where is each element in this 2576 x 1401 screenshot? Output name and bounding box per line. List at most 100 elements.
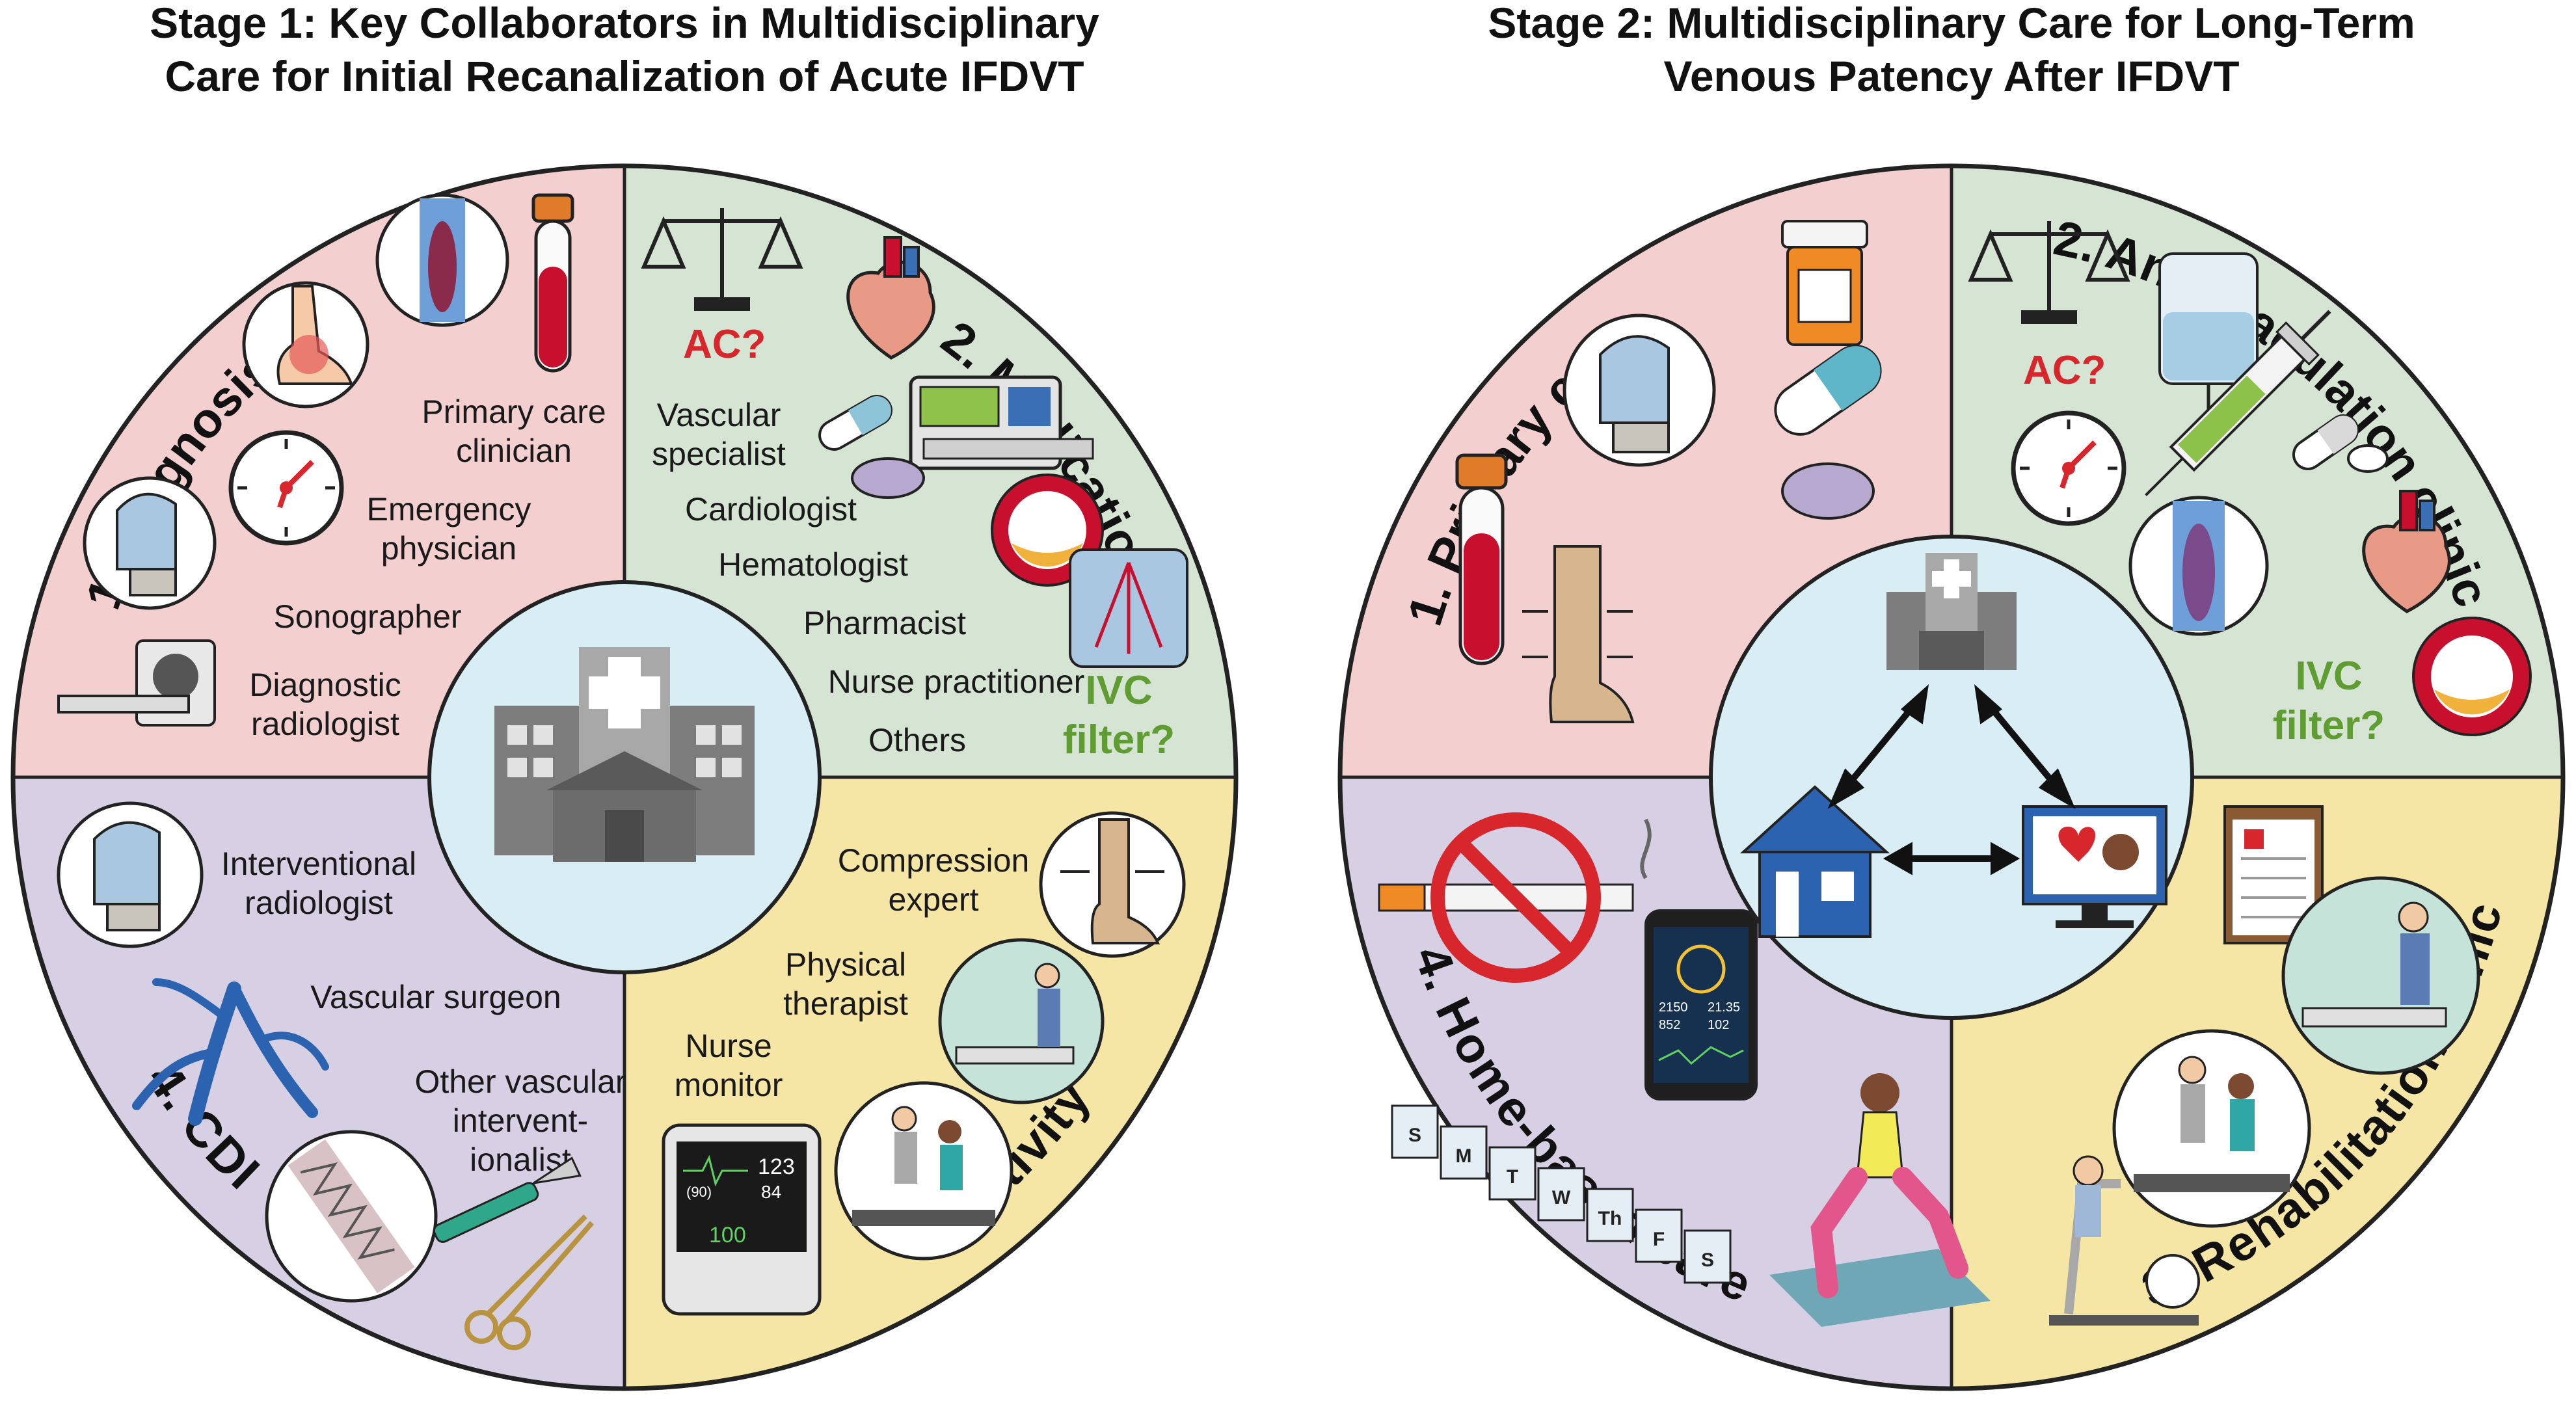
pillbox-day-label: S <box>1408 1125 1421 1146</box>
role-line: Nurse <box>685 1028 771 1064</box>
role-line: Other vascular <box>414 1063 626 1100</box>
stage1-title-line2: Care for Initial Recanalization of Acute… <box>165 52 1084 100</box>
role-line: intervent- <box>453 1102 588 1139</box>
role-vascular-surgeon: Vascular surgeon <box>310 979 561 1015</box>
pillbox-compartment <box>1586 1188 1634 1242</box>
stage1-ac-question: AC? <box>683 322 766 367</box>
pillbox-compartment <box>1635 1208 1683 1263</box>
patient-monitor-icon: 123 84 (90) 100 <box>662 1123 822 1316</box>
role-pharmacist: Pharmacist <box>803 605 966 641</box>
pillbox-compartment <box>1684 1229 1732 1284</box>
stage2-title-line1: Stage 2: Multidisciplinary Care for Long… <box>1488 0 2415 47</box>
stent-icon <box>265 1130 438 1303</box>
role-cardiologist: Cardiologist <box>685 491 857 527</box>
stationary-bike-icon <box>2049 1155 2200 1326</box>
monitor-readout-3: (90) <box>686 1184 712 1200</box>
ivc-filter-icon <box>1069 548 1188 668</box>
role-line: Sonographer <box>273 598 461 635</box>
role-line: Hematologist <box>718 546 908 583</box>
phone-readout-2: 21.35 <box>1708 1000 1740 1015</box>
pillbox-day-label: M <box>1456 1145 1472 1167</box>
blood-tube-icon <box>531 193 574 373</box>
ultrasound-icon <box>83 476 217 610</box>
physical-therapy-icon <box>2281 876 2480 1075</box>
capsule-icon <box>818 395 892 451</box>
blood-tube-icon <box>1455 453 1508 665</box>
pillbox-compartment <box>1391 1104 1439 1159</box>
role-line: expert <box>889 881 979 918</box>
infusion-pump-icon <box>909 375 1094 470</box>
phone-readout-4: 102 <box>1708 1018 1729 1032</box>
tablet-icon <box>851 457 925 499</box>
stage2-center <box>1709 535 2194 1020</box>
pillbox-compartment <box>1440 1125 1488 1180</box>
role-line: radiologist <box>245 885 393 921</box>
monitor-readout-2: 84 <box>761 1182 781 1202</box>
pillbox-day-label: W <box>1552 1187 1571 1208</box>
role-line: Nurse practitioner <box>828 663 1085 700</box>
capsule-icon <box>1774 345 1882 436</box>
smartphone-icon: 2150 21.35 852 102 <box>1644 909 1758 1101</box>
role-line: Primary care <box>422 394 606 430</box>
hospital-icon <box>494 647 755 862</box>
scales-icon <box>1968 221 2130 324</box>
role-line: Compression <box>838 842 1030 879</box>
role-line: therapist <box>783 985 908 1022</box>
stage2-ac-question: AC? <box>2023 348 2106 393</box>
heart-icon <box>846 236 935 360</box>
role-nurse-practitioner: Nurse practitioner <box>828 663 1085 700</box>
stage2-ivc-line1: IVC <box>2295 654 2362 699</box>
role-line: Cardiologist <box>685 491 857 527</box>
pillbox-day-label: F <box>1653 1229 1665 1250</box>
role-others: Others <box>868 722 966 758</box>
tablet-icon <box>2347 444 2389 473</box>
scalpel-icon <box>433 1156 582 1243</box>
role-line: Pharmacist <box>803 605 966 641</box>
role-hematologist: Hematologist <box>718 546 908 583</box>
stage1-title-line1: Stage 1: Key Collaborators in Multidisci… <box>150 0 1099 47</box>
stage2-ivc-line2: filter? <box>2273 703 2385 748</box>
stage1-ivc-line1: IVC <box>1085 668 1152 713</box>
phone-readout-1: 2150 <box>1659 1000 1688 1015</box>
vein-clot-icon <box>2128 496 2269 636</box>
capsule-icon <box>2292 414 2359 470</box>
no-smoking-icon <box>1378 812 1652 983</box>
vessel-cross-section-icon <box>2412 617 2532 736</box>
syringe-icon <box>2145 310 2331 496</box>
telehealth-icon <box>2022 805 2167 928</box>
role-sonographer: Sonographer <box>273 598 461 635</box>
compression-stocking-icon <box>1522 545 1635 723</box>
role-line: Interventional <box>221 846 416 882</box>
treadmill-icon <box>834 1081 1013 1261</box>
pill-bottle-icon <box>1781 220 1868 346</box>
role-line: physician <box>381 530 517 567</box>
heart-icon <box>2362 490 2451 613</box>
clock-icon <box>228 430 344 546</box>
stage1-ivc-line2: filter? <box>1063 717 1175 762</box>
role-line: specialist <box>652 436 786 472</box>
stage2-title-line2: Venous Patency After IFDVT <box>1663 52 2239 100</box>
physical-therapy-icon <box>938 938 1105 1104</box>
clock-icon <box>2011 410 2127 526</box>
phone-readout-3: 852 <box>1659 1018 1680 1032</box>
ct-scanner-icon <box>57 639 216 727</box>
pillbox-compartment <box>1488 1146 1536 1201</box>
forceps-icon <box>464 1214 595 1350</box>
scales-icon <box>641 208 803 311</box>
vein-tree-icon <box>132 978 329 1126</box>
ultrasound-icon <box>57 801 204 948</box>
tablet-icon <box>1781 462 1875 520</box>
role-line: Others <box>868 722 966 758</box>
